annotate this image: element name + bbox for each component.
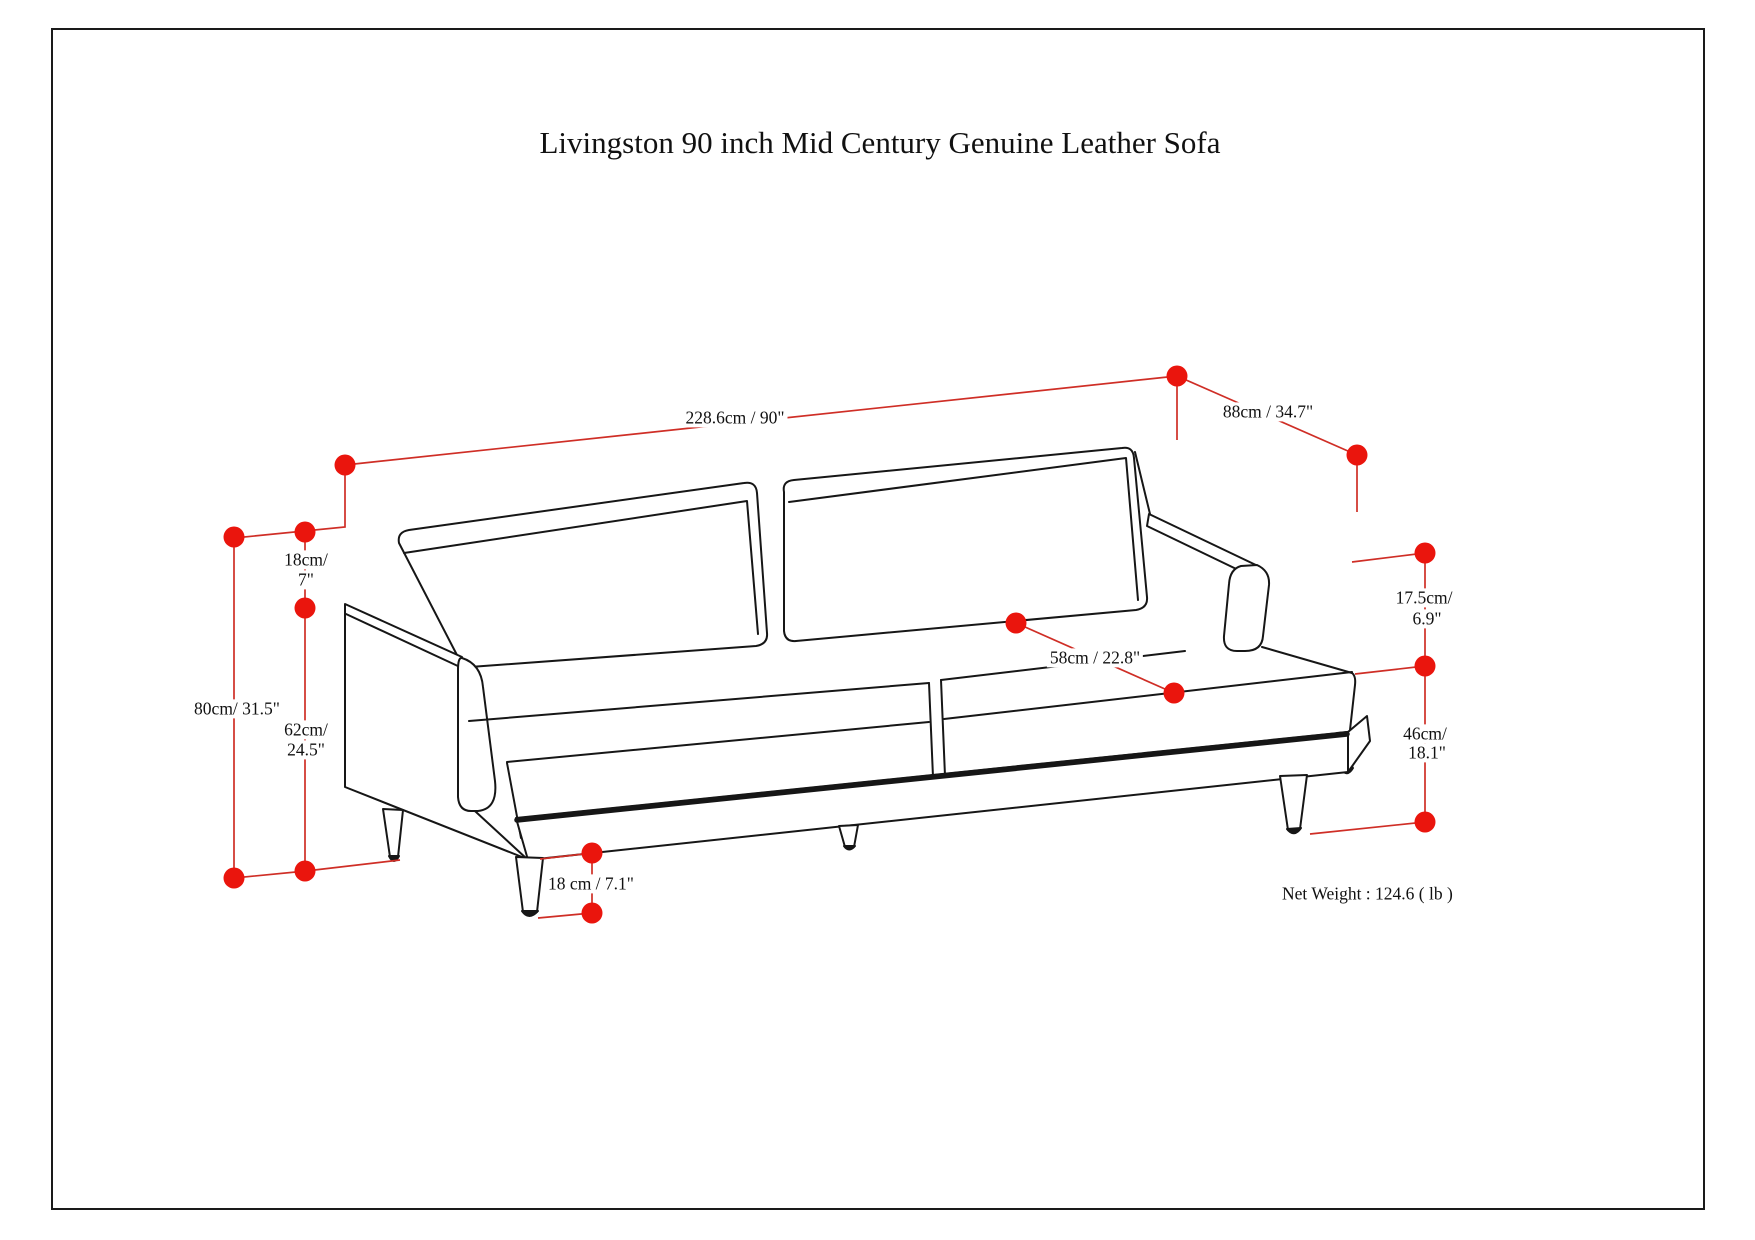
front-left-leg-foot (521, 910, 539, 917)
back-cushion-left (397, 481, 769, 669)
seat-front-edge-left (506, 721, 930, 763)
label-seat-height-cm: 46cm/ (1400, 724, 1450, 744)
back-frame-post (1134, 451, 1151, 515)
dot-depth-end (1346, 444, 1368, 466)
label-arm-above-seat-cm: 17.5cm/ (1392, 588, 1456, 608)
base-gap-line (514, 731, 1350, 823)
front-right-leg-foot (1286, 827, 1302, 835)
dim-tick-arm-top (1351, 552, 1426, 563)
label-seat-depth: 58cm / 22.8" (1046, 648, 1144, 668)
dim-tick-floor-right (1309, 821, 1426, 835)
back-cushion-right-piping (788, 457, 1139, 601)
dot-arm-top-right (1414, 542, 1436, 564)
dot-seat-level-right (1414, 655, 1436, 677)
seat-front-edge-right (943, 671, 1353, 720)
left-arm-front-panel (457, 656, 497, 812)
back-cushion-right (782, 446, 1149, 643)
dot-floor-right (1414, 811, 1436, 833)
seat-seam-left (928, 682, 934, 778)
back-center-leg (838, 824, 859, 848)
right-top-edge (1261, 646, 1353, 674)
dot-height-top (223, 526, 245, 548)
seat-deck-line-left (468, 682, 930, 722)
dot-width-left (334, 454, 356, 476)
back-center-leg-foot (843, 845, 856, 851)
page-title: Livingston 90 inch Mid Century Genuine L… (539, 125, 1221, 160)
dot-height-bottom (223, 867, 245, 889)
dim-connector-floor-left (233, 859, 401, 879)
left-arm-top-inner-line (345, 613, 461, 668)
dimension-dots (223, 365, 1436, 924)
dot-arm-line-bottom (294, 860, 316, 882)
dot-leg-bottom (581, 902, 603, 924)
label-back-cushion-height-in: 7" (295, 570, 317, 590)
dot-apex (1166, 365, 1188, 387)
back-left-leg (382, 808, 404, 858)
label-arm-height-in: 24.5" (284, 740, 328, 760)
dot-back-cushion-top (294, 521, 316, 543)
label-back-cushion-height-cm: 18cm/ (281, 550, 331, 570)
label-arm-above-seat-in: 6.9" (1409, 609, 1445, 629)
seat-right-edge (1349, 672, 1357, 731)
label-overall-depth: 88cm / 34.7" (1219, 402, 1317, 422)
seat-seam-right (940, 679, 946, 777)
page-border (51, 28, 1705, 1210)
dot-seat-depth-back (1005, 612, 1027, 634)
label-arm-height-cm: 62cm/ (281, 720, 331, 740)
dim-connector-top-left (233, 465, 346, 539)
label-seat-height-in: 18.1" (1405, 743, 1449, 763)
dot-back-cushion-bottom (294, 597, 316, 619)
net-weight-label: Net Weight : 124.6 ( lb ) (1282, 883, 1453, 904)
label-overall-width: 228.6cm / 90" (682, 408, 788, 428)
front-right-leg (1279, 774, 1308, 831)
right-arm-front-panel (1222, 564, 1271, 652)
base-right-face (1347, 715, 1371, 773)
dot-seat-depth-front (1163, 682, 1185, 704)
label-leg-height: 18 cm / 7.1" (545, 874, 637, 894)
label-overall-height: 80cm/ 31.5" (191, 699, 283, 719)
dot-leg-top (581, 842, 603, 864)
dim-tick-seat-top (1354, 665, 1426, 675)
back-cushion-left-piping (403, 500, 759, 635)
front-left-leg (515, 856, 544, 913)
